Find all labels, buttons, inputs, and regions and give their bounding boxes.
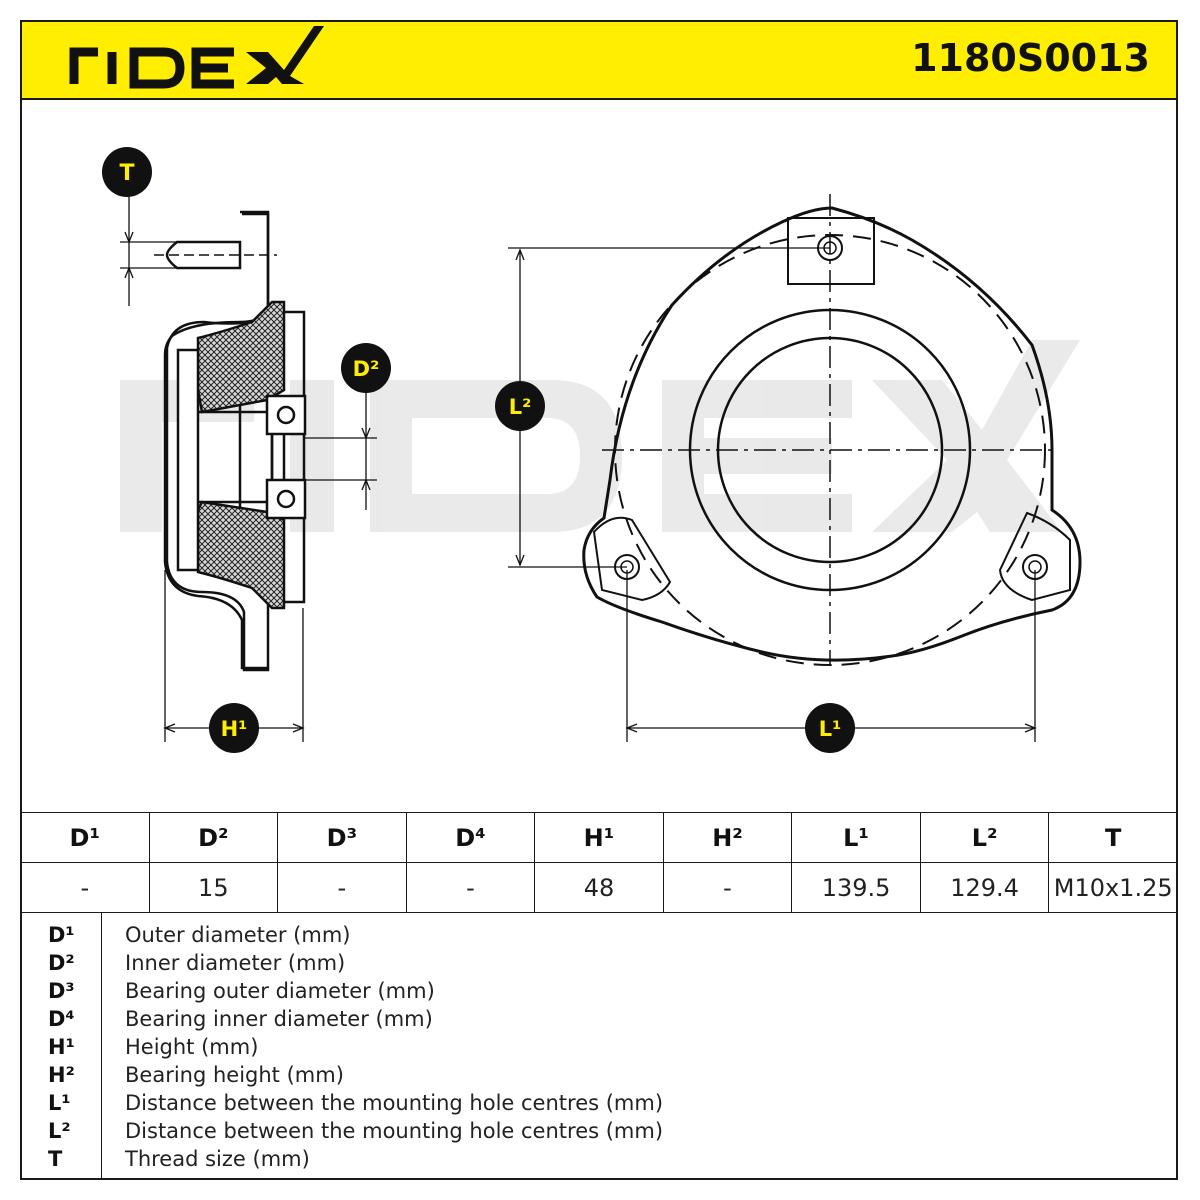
legend-desc: Inner diameter (mm) xyxy=(125,951,346,975)
spec-header-t: T xyxy=(1048,812,1178,863)
spec-value-d4: - xyxy=(405,862,536,913)
spec-header-d2: D² xyxy=(148,812,279,863)
legend-item: L¹ Distance between the mounting hole ce… xyxy=(22,1089,1176,1117)
spec-header-row: D¹ D² D³ D⁴ H¹ H² L¹ L² T xyxy=(20,812,1178,863)
spec-value-d1: - xyxy=(20,862,150,913)
callout-D2: D² xyxy=(341,343,391,393)
callout-T: T xyxy=(102,147,152,197)
brand-logo xyxy=(46,22,346,104)
spec-value-l2: 129.4 xyxy=(919,862,1050,913)
legend-desc: Outer diameter (mm) xyxy=(125,923,351,947)
spec-value-row: - 15 - - 48 - 139.5 129.4 M10x1.25 xyxy=(20,862,1178,913)
legend-code: T xyxy=(48,1147,63,1171)
spec-header-d1: D¹ xyxy=(20,812,150,863)
callout-L2: L² xyxy=(495,381,545,431)
legend-code: D² xyxy=(48,951,75,975)
legend-code: L² xyxy=(48,1119,71,1143)
spec-value-d3: - xyxy=(277,862,407,913)
callout-L1: L¹ xyxy=(805,703,855,753)
legend-code: D¹ xyxy=(48,923,75,947)
legend-desc: Distance between the mounting hole centr… xyxy=(125,1119,664,1143)
svg-text:H¹: H¹ xyxy=(221,717,248,741)
legend-code: L¹ xyxy=(48,1091,71,1115)
legend-item: D⁴ Bearing inner diameter (mm) xyxy=(22,1005,1176,1033)
legend-item: D¹ Outer diameter (mm) xyxy=(22,921,1176,949)
legend-item: L² Distance between the mounting hole ce… xyxy=(22,1117,1176,1145)
header-bar: 1180S0013 xyxy=(20,20,1178,100)
spec-header-h2: H² xyxy=(662,812,793,863)
svg-text:L¹: L¹ xyxy=(819,717,842,741)
top-plan-view xyxy=(508,194,1082,742)
svg-text:D²: D² xyxy=(353,357,380,381)
legend-desc: Thread size (mm) xyxy=(125,1147,310,1171)
legend: D¹ Outer diameter (mm) D² Inner diameter… xyxy=(20,913,1178,1180)
spec-header-h1: H¹ xyxy=(534,812,664,863)
svg-text:T: T xyxy=(119,161,134,186)
legend-item: T Thread size (mm) xyxy=(22,1145,1176,1173)
legend-desc: Height (mm) xyxy=(125,1035,259,1059)
legend-desc: Distance between the mounting hole centr… xyxy=(125,1091,664,1115)
legend-desc: Bearing inner diameter (mm) xyxy=(125,1007,433,1031)
spec-table: D¹ D² D³ D⁴ H¹ H² L¹ L² T - 15 - - 48 - … xyxy=(20,812,1178,913)
callout-H1: H¹ xyxy=(209,703,259,753)
legend-divider xyxy=(101,913,102,1178)
legend-code: D³ xyxy=(48,979,75,1003)
spec-value-t: M10x1.25 xyxy=(1048,862,1178,913)
spec-header-d4: D⁴ xyxy=(405,812,536,863)
legend-desc: Bearing height (mm) xyxy=(125,1063,344,1087)
legend-item: H² Bearing height (mm) xyxy=(22,1061,1176,1089)
part-number: 1180S0013 xyxy=(911,36,1150,80)
legend-desc: Bearing outer diameter (mm) xyxy=(125,979,435,1003)
legend-item: D² Inner diameter (mm) xyxy=(22,949,1176,977)
spec-header-d3: D³ xyxy=(277,812,407,863)
svg-text:L²: L² xyxy=(509,395,532,419)
legend-item: H¹ Height (mm) xyxy=(22,1033,1176,1061)
legend-code: H¹ xyxy=(48,1035,75,1059)
spec-value-d2: 15 xyxy=(148,862,279,913)
spec-header-l1: L¹ xyxy=(791,812,921,863)
spec-header-l2: L² xyxy=(919,812,1050,863)
spec-value-l1: 139.5 xyxy=(791,862,921,913)
spec-value-h1: 48 xyxy=(534,862,664,913)
technical-drawing: T D² L² H¹ L¹ xyxy=(22,100,1176,812)
side-section-view xyxy=(120,188,377,742)
legend-code: D⁴ xyxy=(48,1007,75,1031)
spec-value-h2: - xyxy=(662,862,793,913)
legend-item: D³ Bearing outer diameter (mm) xyxy=(22,977,1176,1005)
legend-code: H² xyxy=(48,1063,75,1087)
